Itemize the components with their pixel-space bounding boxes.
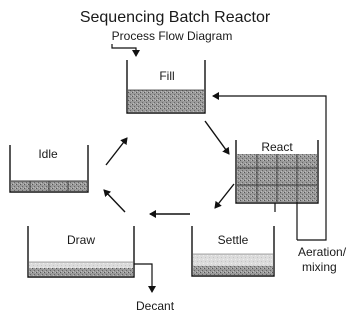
arrow-fill-to-react — [204, 120, 230, 155]
inflow-arrow — [111, 44, 140, 57]
decant-label: Decant — [136, 299, 175, 313]
decant-arrow — [134, 263, 156, 293]
arrow-idle-to-fill — [105, 137, 128, 166]
arrow-draw-to-idle — [103, 189, 126, 213]
idle-tank: Idle — [9, 145, 89, 193]
arrow-react-to-settle — [214, 183, 235, 209]
stage-label-settle: Settle — [218, 233, 249, 247]
fill-tank: Fill — [126, 60, 206, 114]
aeration-label: Aeration/ — [298, 245, 347, 259]
react-tank: React — [235, 140, 319, 204]
stage-label-fill: Fill — [159, 69, 174, 83]
subtitle: Process Flow Diagram — [112, 29, 233, 43]
stage-label-react: React — [261, 140, 293, 154]
stage-label-draw: Draw — [67, 233, 95, 247]
aeration-lines — [212, 92, 327, 241]
stage-label-idle: Idle — [38, 147, 58, 161]
mixing-label: mixing — [302, 260, 337, 274]
draw-tank: Draw — [27, 226, 156, 293]
cycle-arrows — [103, 120, 235, 218]
title: Sequencing Batch Reactor — [80, 9, 271, 26]
settle-tank: Settle — [191, 226, 275, 277]
